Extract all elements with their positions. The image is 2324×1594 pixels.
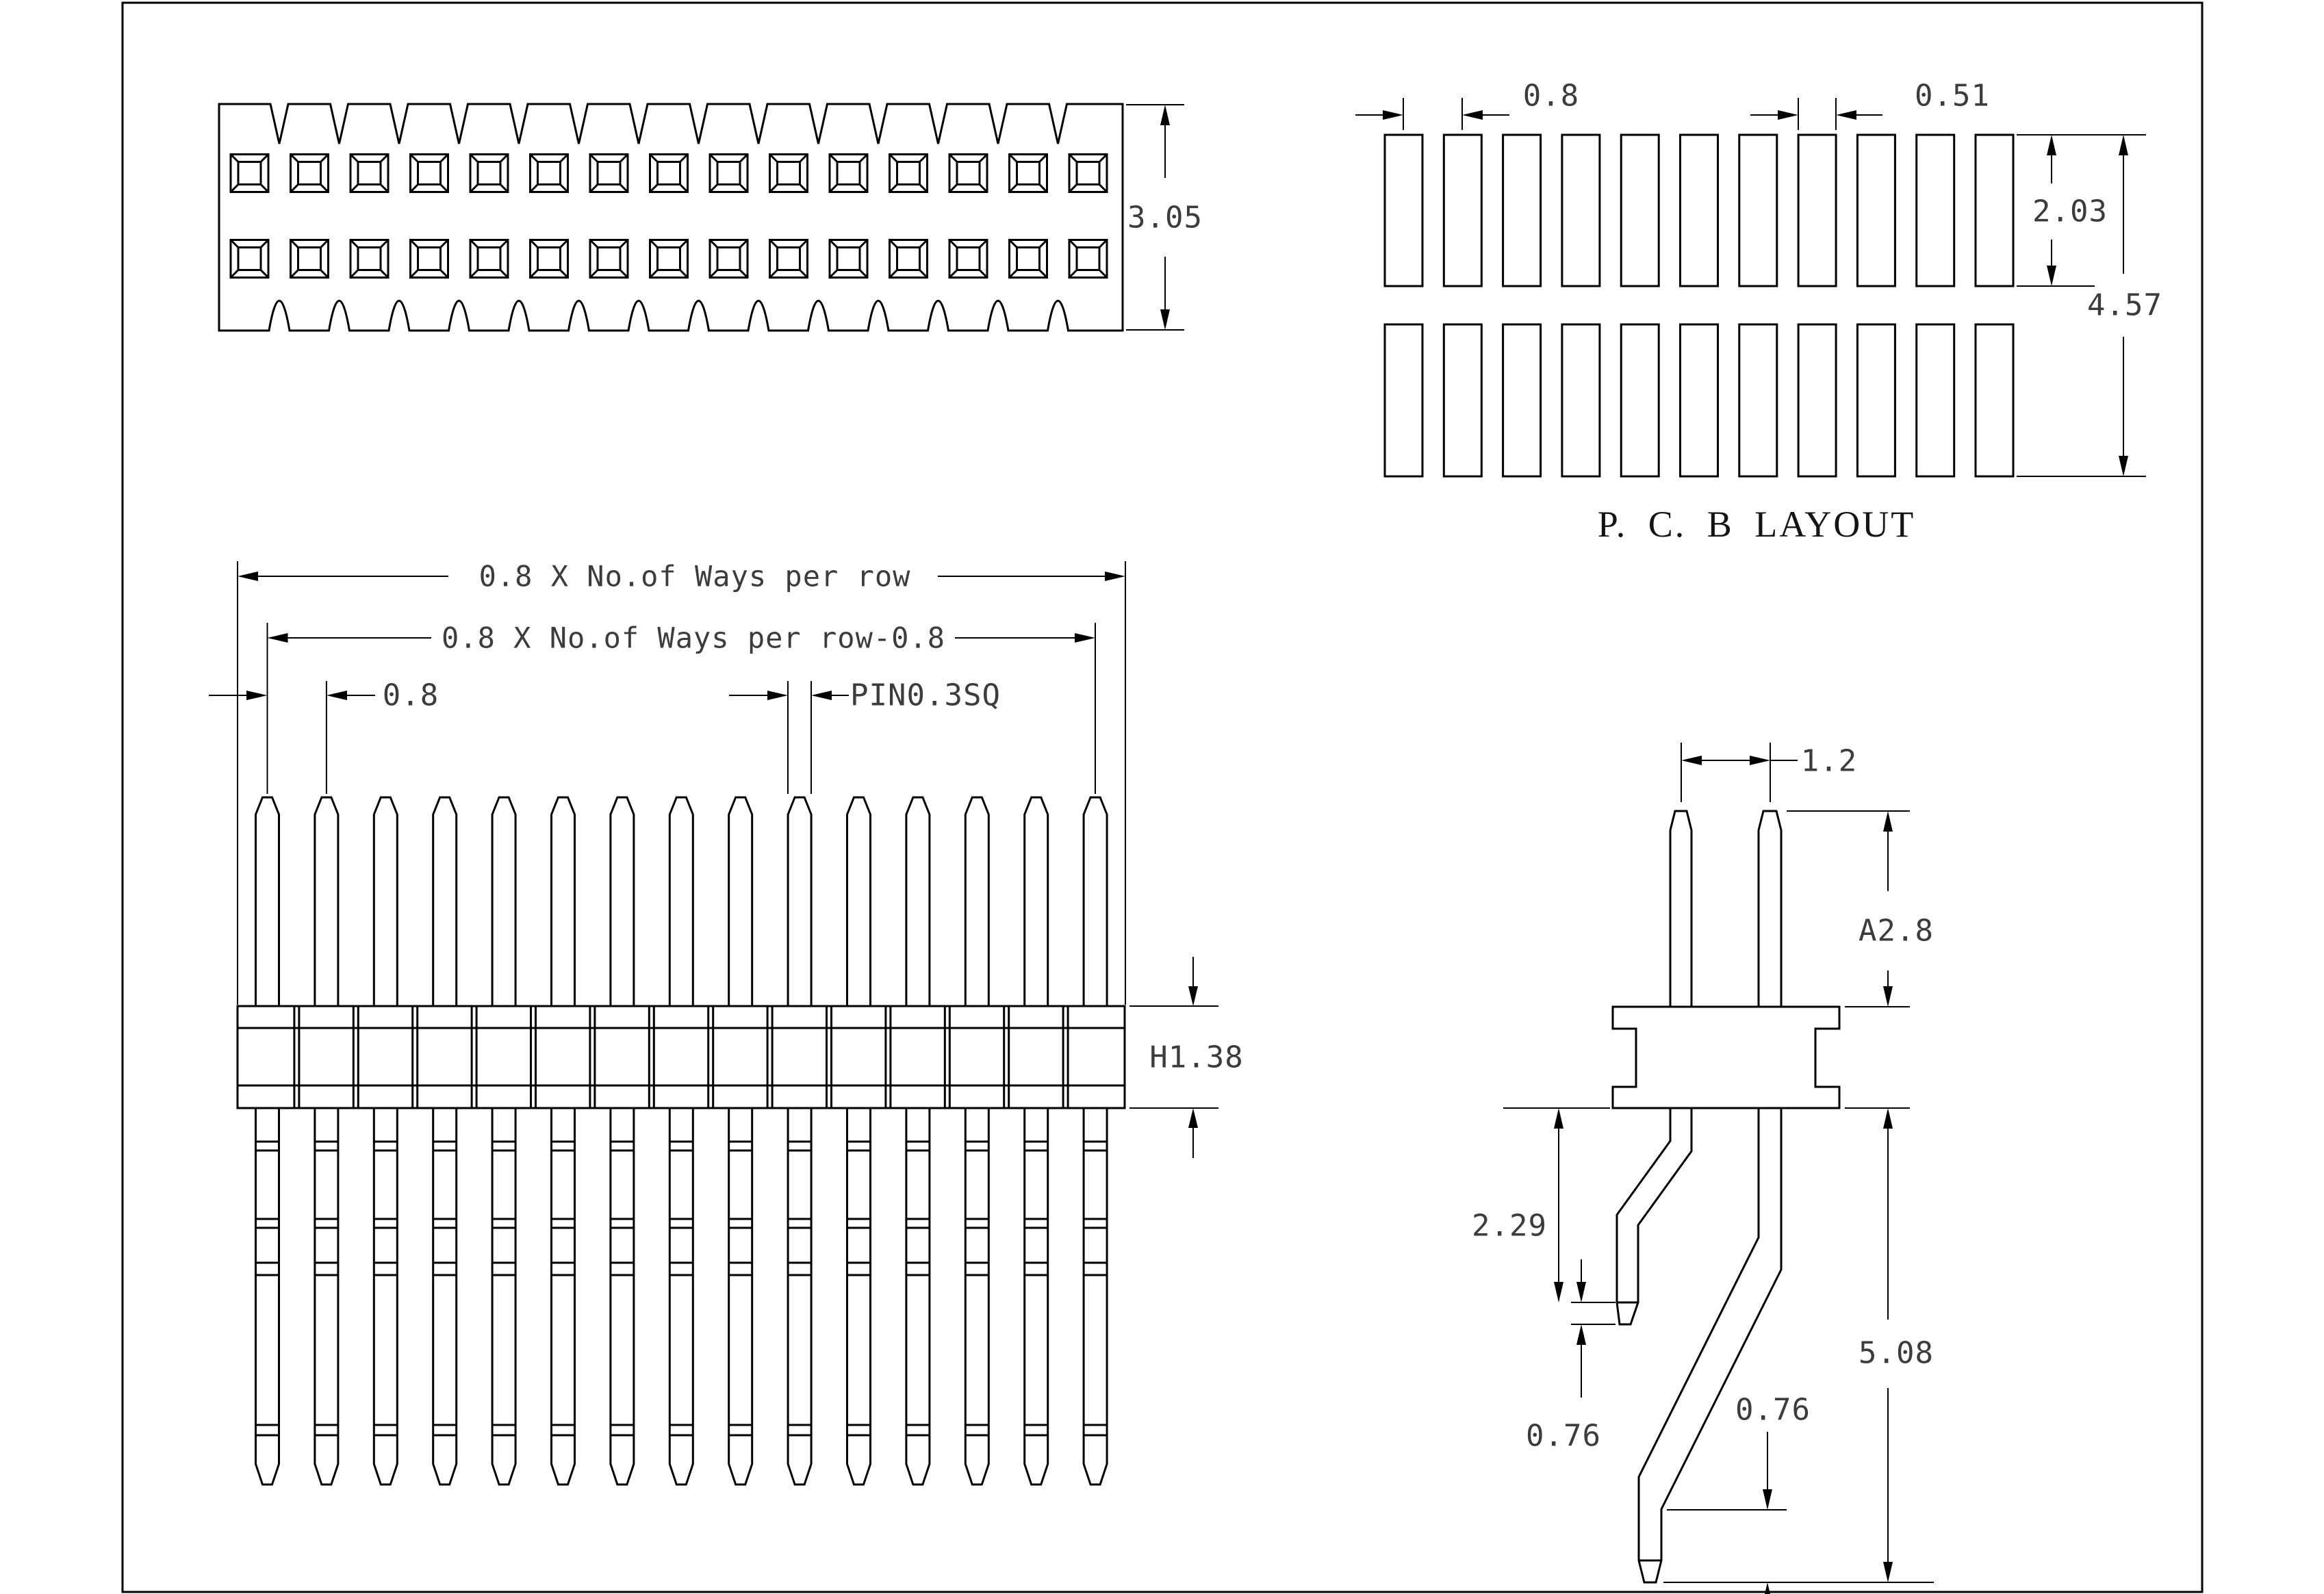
front-body-height-label: H1.38 [1149, 1040, 1244, 1075]
top-view-height-dimension [1126, 104, 1184, 331]
front-pitch-label: 0.8 [382, 678, 439, 713]
page-border [121, 1, 2204, 1593]
side-overall-label: 5.08 [1859, 1335, 1934, 1371]
pcb-layout-pads [1383, 133, 2015, 478]
side-view-dimensions [1503, 743, 1934, 1594]
side-front-tip-label: 0.76 [1526, 1418, 1601, 1454]
pcb-dimensions [1355, 98, 2146, 477]
side-pin-height-label: A2.8 [1859, 913, 1934, 949]
side-front-tail-label: 2.29 [1472, 1208, 1547, 1244]
side-row-spacing-label: 1.2 [1800, 743, 1858, 779]
front-pin-square-label: PIN0.3SQ [850, 678, 1001, 713]
front-centers-width-label: 0.8 X No.of Ways per row-0.8 [441, 621, 946, 655]
connector-side-view [1611, 810, 1841, 1584]
connector-front-view [236, 796, 1126, 1486]
front-overall-width-label: 0.8 X No.of Ways per row [478, 559, 911, 593]
side-back-tail-label: 0.76 [1735, 1392, 1811, 1428]
pcb-layout-caption: P. C. B LAYOUT [1597, 504, 1916, 545]
pcb-pad-height-label: 2.03 [2032, 194, 2108, 229]
connector-top-view [218, 103, 1124, 332]
pcb-pad-width-label: 0.51 [1915, 78, 1990, 114]
pcb-total-height-label: 4.57 [2087, 287, 2162, 323]
top-view-height-label: 3.05 [1127, 200, 1203, 235]
front-view-dimensions [209, 561, 1218, 1158]
pcb-pitch-label: 0.8 [1522, 78, 1580, 114]
